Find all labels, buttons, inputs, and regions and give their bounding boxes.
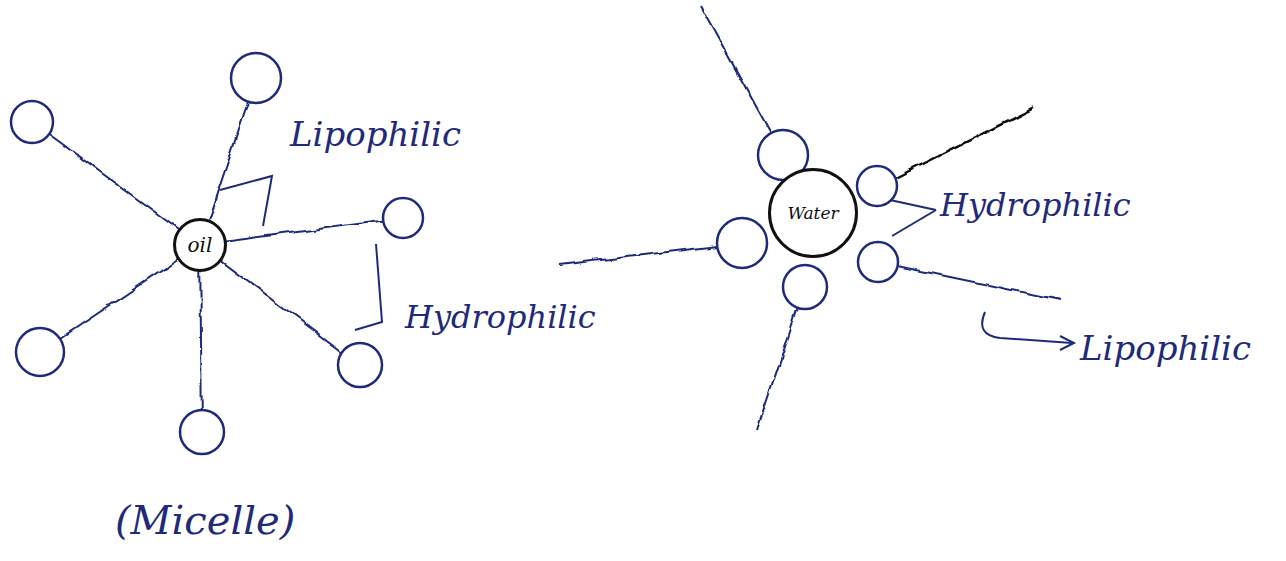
lipophilic-label: Lipophilic [290,116,461,153]
hydrophilic-label: Hydrophilic [940,188,1131,223]
molecule-core-circle: oil [173,218,227,272]
leader-lines [220,176,382,330]
lipophilic-tail [895,108,1035,178]
micelle-caption: (Micelle) [115,498,295,542]
core-label: Water [787,203,838,223]
hydrophilic-heads [11,53,423,454]
molecule-core-circle: Water [768,168,858,258]
hydrophilic-heads [717,130,898,309]
core-label: oil [188,233,213,257]
hydrophilic-label: Hydrophilic [405,300,596,335]
lipophilic-label: Lipophilic [1080,330,1251,367]
